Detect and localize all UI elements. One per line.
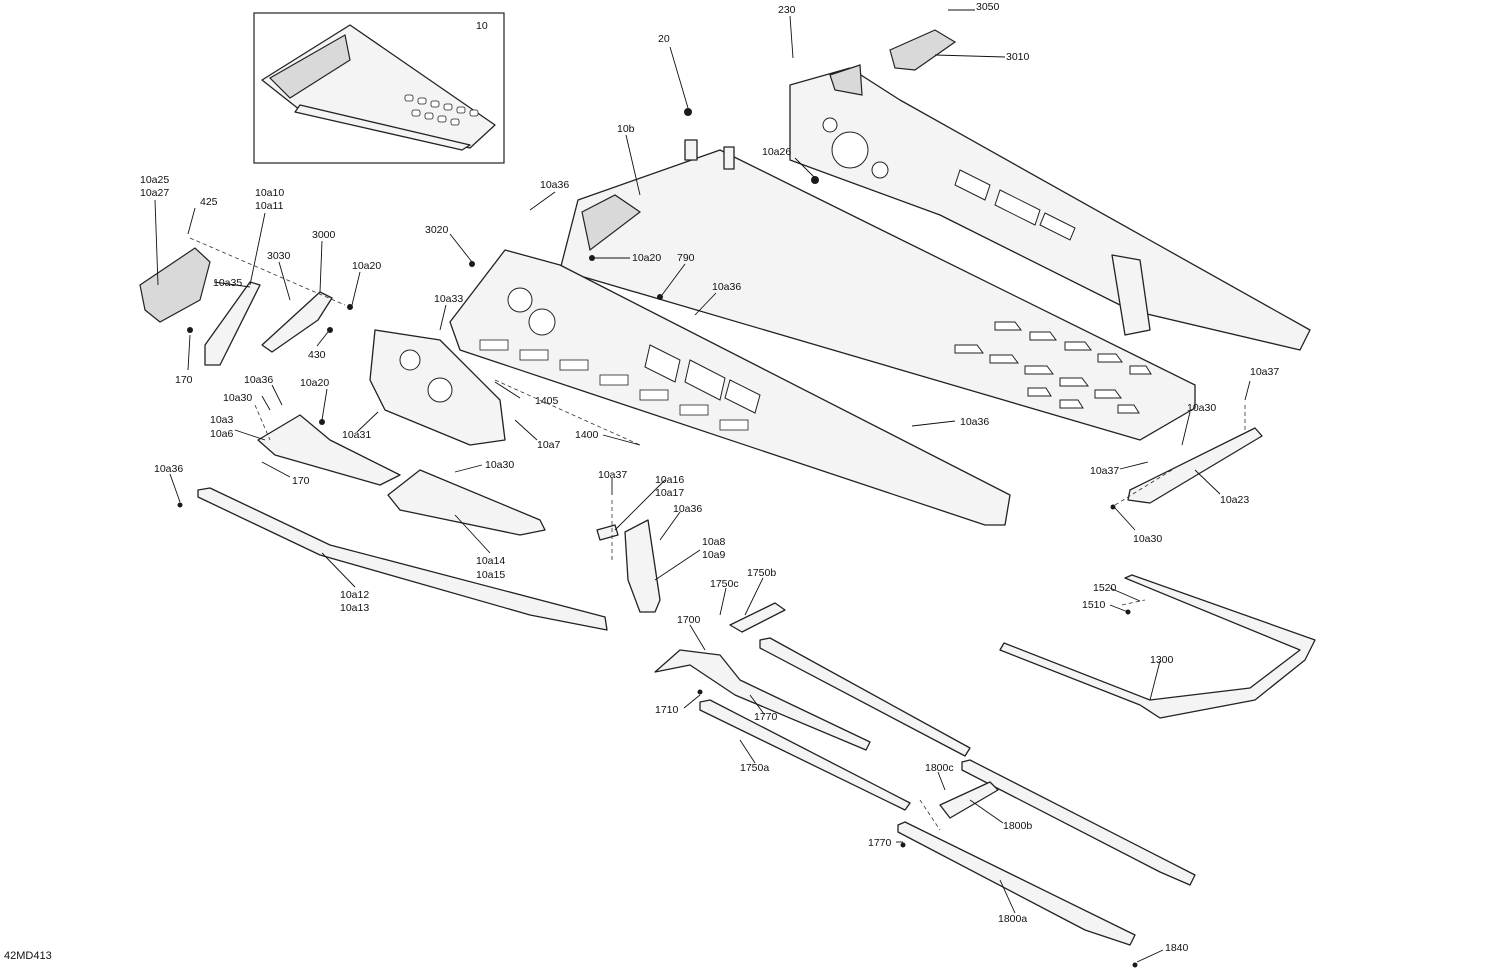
bracket-10a14 [387,469,546,536]
label-430: 430 [308,349,326,361]
bumper-1300 [999,574,1316,719]
label-1520: 1520 [1093,582,1117,594]
label-1700: 1700 [677,614,701,626]
label-10a36-far: 10a36 [154,463,183,475]
clip-1800c [939,781,999,819]
plate-10a8 [624,519,661,613]
slide-1700 [654,649,871,751]
label-10a25: 10a25 [140,174,169,186]
label-10a10: 10a10 [255,187,284,199]
label-1750b: 1750b [747,567,776,579]
label-10a36-c: 10a36 [673,503,702,515]
tunnel-cutouts [954,321,1152,414]
label-1800c: 1800c [925,762,954,774]
bracket-3010 [889,29,957,71]
label-10a37-r: 10a37 [1250,366,1279,378]
diagram-code: 42MD413 [4,950,52,962]
leader-lines [154,9,1251,963]
label-10a37-c: 10a37 [598,469,627,481]
label-10a6: 10a6 [210,428,234,440]
right-rail-vents [954,169,1076,241]
label-1800a: 1800a [998,913,1027,925]
label-10a36-r: 10a36 [960,416,989,428]
label-10a3: 10a3 [210,414,234,426]
label-1405: 1405 [535,395,559,407]
label-10a20-l: 10a20 [300,377,329,389]
label-10a37-r2: 10a37 [1090,465,1119,477]
label-10a8: 10a8 [702,536,726,548]
tunnel-top-panel [559,139,1196,441]
label-10a17: 10a17 [655,487,684,499]
bracket-10a25 [139,247,211,323]
label-10a30-l: 10a30 [223,392,252,404]
label-10a20-mid: 10a20 [632,252,661,264]
slide-1800b [961,759,1196,886]
slide-1750b [759,637,971,757]
label-3010: 3010 [1006,51,1030,63]
slide-1750a [699,699,911,811]
label-1750a: 1750a [740,762,769,774]
label-10a13: 10a13 [340,602,369,614]
label-170-left: 170 [175,374,193,386]
label-10a36-top: 10a36 [540,179,569,191]
bar-10a23 [1127,427,1263,504]
label-230: 230 [778,4,796,16]
label-170-mid: 170 [292,475,310,487]
label-10b: 10b [617,123,635,135]
label-10a11: 10a11 [255,200,284,212]
slide-1800a [897,821,1136,946]
right-side-rail [789,64,1311,351]
label-10a31: 10a31 [342,429,371,441]
label-10a12: 10a12 [340,589,369,601]
label-3020: 3020 [425,224,449,236]
label-425: 425 [200,196,218,208]
bar-10a10 [204,281,261,366]
label-10a36-l: 10a36 [244,374,273,386]
label-3030: 3030 [267,250,291,262]
label-3000: 3000 [312,229,336,241]
label-10a14: 10a14 [476,555,505,567]
label-10a36-mid: 10a36 [712,281,741,293]
label-10a23: 10a23 [1220,494,1249,506]
assembly-dash-lines [189,237,1246,831]
label-1750c: 1750c [710,578,739,590]
label-10a15: 10a15 [476,569,505,581]
label-10a7: 10a7 [537,439,561,451]
label-10a26: 10a26 [762,146,791,158]
label-1300: 1300 [1150,654,1174,666]
label-10a20-top: 10a20 [352,260,381,272]
label-10a35: 10a35 [213,277,242,289]
label-790: 790 [677,252,695,264]
rail-10a12 [197,487,608,631]
left-rail-vents [644,344,761,414]
label-1710: 1710 [655,704,679,716]
label-1510: 1510 [1082,599,1106,611]
clip-1750c [729,602,786,633]
label-1770-a: 1770 [754,711,778,723]
left-rail-cutouts [479,339,749,431]
label-3050: 3050 [976,1,1000,13]
label-1400: 1400 [575,429,599,441]
callout-labels: 20 230 3050 3010 10b 10a26 10a36 10a25 1… [140,1,1279,954]
label-1800b: 1800b [1003,820,1032,832]
label-20: 20 [658,33,670,45]
left-side-rail [449,249,1011,526]
label-1840: 1840 [1165,942,1189,954]
label-10a27: 10a27 [140,187,169,199]
bracket-10a3 [257,414,401,486]
fasteners [177,108,1138,968]
clip-10a16 [596,524,619,541]
label-10a16: 10a16 [655,474,684,486]
label-1770-b: 1770 [868,837,892,849]
label-10a30-mid: 10a30 [485,459,514,471]
inset-assembly-10: 10 [253,12,505,164]
label-10a9: 10a9 [702,549,726,561]
inset-cutouts [404,94,479,126]
label-10: 10 [476,20,488,32]
label-10a30-r2: 10a30 [1133,533,1162,545]
label-10a33: 10a33 [434,293,463,305]
label-10a30-r: 10a30 [1187,402,1216,414]
bracket-3000 [261,291,333,353]
